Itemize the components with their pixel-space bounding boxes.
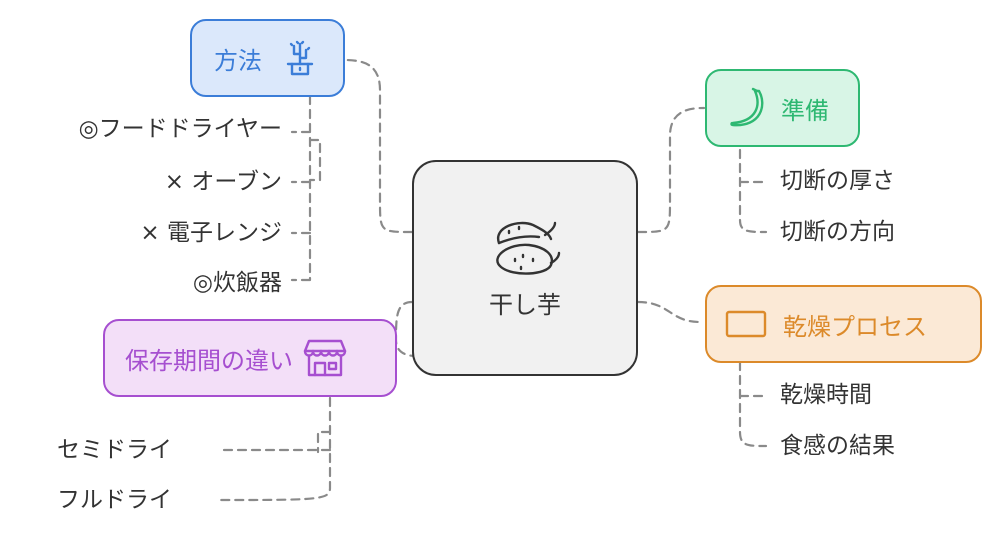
branch-method-label: 方法 — [214, 46, 262, 75]
method-item-microwave: × 電子レンジ — [140, 220, 282, 246]
connector-prep-items — [738, 148, 768, 234]
method-item-food-dryer: ◎フードドライヤー — [78, 116, 282, 142]
branch-storage-label: 保存期間の違い — [125, 346, 293, 375]
process-item-drying-time: 乾燥時間 — [780, 382, 872, 408]
rectangle-icon — [725, 310, 767, 338]
branch-prep[interactable]: 準備 — [705, 69, 860, 147]
branch-method[interactable]: 方法 — [190, 19, 345, 97]
method-item-rice-cooker: ◎炊飯器 — [192, 270, 282, 296]
prep-item-direction: 切断の方向 — [780, 219, 895, 245]
storage-item-full-dry: フルドライ — [57, 487, 172, 513]
connector-method — [341, 58, 414, 234]
branch-process[interactable]: 乾燥プロセス — [705, 285, 982, 363]
connector-prep — [636, 106, 706, 234]
branch-prep-label: 準備 — [781, 96, 829, 125]
connector-method-items — [290, 94, 322, 282]
banana-icon — [730, 87, 764, 127]
connector-process-items — [738, 360, 768, 448]
center-node[interactable]: 干し芋 — [412, 160, 638, 376]
connector-process — [636, 300, 702, 324]
branch-storage[interactable]: 保存期間の違い — [103, 319, 397, 397]
storefront-icon — [303, 339, 347, 377]
branch-process-label: 乾燥プロセス — [783, 312, 927, 341]
cactus-pot-icon — [286, 40, 314, 76]
method-item-oven: × オーブン — [164, 169, 282, 195]
process-item-texture: 食感の結果 — [780, 433, 895, 459]
sweet-potato-icon — [496, 221, 561, 275]
connector-storage-items — [216, 396, 332, 502]
center-label: 干し芋 — [489, 290, 561, 319]
storage-item-semi-dry: セミドライ — [57, 437, 172, 463]
prep-item-thickness: 切断の厚さ — [780, 168, 895, 194]
